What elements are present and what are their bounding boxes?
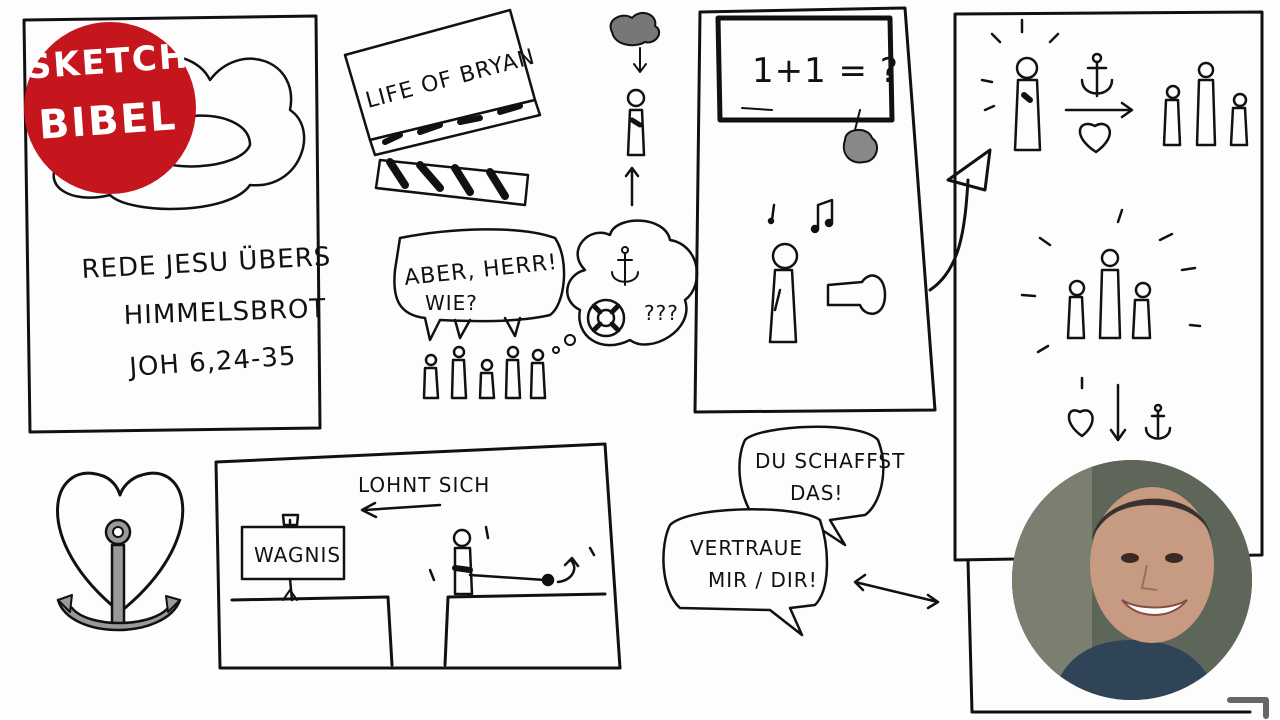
presenter-photo (1012, 460, 1252, 700)
speech-top-line-2: DAS! (790, 481, 843, 505)
blackboard (715, 15, 895, 123)
heart-small-icon (1067, 409, 1094, 438)
title-line-2: HIMMELSBROT (123, 294, 327, 331)
music-note-icon (767, 198, 834, 234)
clapperboard-icon (343, 8, 542, 207)
wagnis-sign (240, 525, 346, 581)
speech-bottom-line-2: MIR / DIR! (708, 568, 818, 592)
risk-caption: LOHNT SICH (358, 473, 490, 497)
anchor-heart-icon (56, 471, 185, 632)
speech-top-line-1: DU SCHAFFST (755, 449, 905, 473)
singing-figure-icon (768, 242, 799, 344)
hand-icon (826, 274, 887, 315)
risk-sign-text: WAGNIS (254, 543, 341, 567)
figure-group-top (1162, 61, 1249, 147)
curved-arrow (928, 148, 992, 292)
anchor-bottom-icon (1144, 403, 1172, 440)
title-line-1: REDE JESU ÜBERS (81, 240, 332, 285)
figure-icon (626, 88, 646, 157)
risk-panel-frame (214, 442, 622, 670)
presenter-portrait (1012, 460, 1252, 700)
thought-bubble (566, 219, 699, 347)
figure-glow-icon (980, 18, 1060, 152)
crowd-bubble-line-1: ABER, HERR! (403, 250, 559, 291)
sponge-icon (842, 129, 879, 164)
right-panel-frame (953, 10, 1264, 562)
blackboard-equation: 1+1 = ? (752, 51, 899, 91)
crowd-figures (422, 345, 547, 400)
speech-bottom-line-1: VERTRAUE (690, 536, 803, 560)
rain-cloud-icon (609, 11, 661, 47)
thought-bubble-text: ??? (644, 301, 679, 325)
speech-bubble-bottom (662, 508, 829, 637)
crowd-bubble-line-2: WIE? (425, 291, 478, 315)
title-panel-frame (22, 14, 322, 434)
figure-group-middle (1020, 208, 1202, 354)
anchor-top-icon (1080, 52, 1114, 98)
crowd-speech-bubble (393, 228, 566, 342)
double-arrow (853, 573, 940, 610)
title-reference: JOH 6,24-35 (126, 341, 297, 383)
ball-chain-figure-icon (428, 525, 596, 596)
heart-icon (1078, 122, 1111, 154)
lifebuoy-icon (586, 298, 626, 338)
anchor-small-icon (611, 246, 639, 286)
speech-bubble-top (738, 425, 885, 547)
logo-badge (24, 22, 196, 194)
blackboard-panel-frame (693, 6, 937, 414)
